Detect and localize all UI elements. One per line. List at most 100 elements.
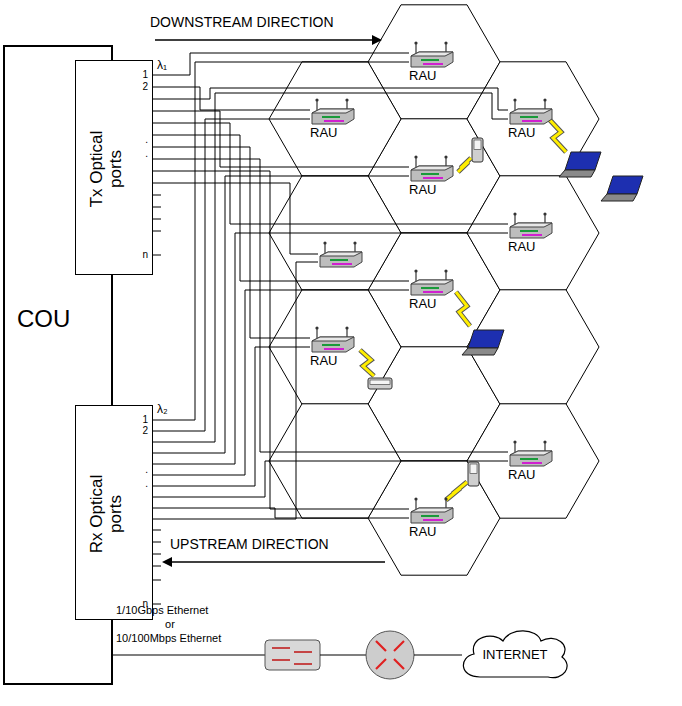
spare-port xyxy=(153,542,161,543)
spare-port xyxy=(153,566,161,567)
port-number: 2 xyxy=(128,425,148,437)
ethernet-link xyxy=(113,654,265,655)
antenna-tip xyxy=(345,98,348,101)
rau-stripe xyxy=(520,116,538,118)
rau-body xyxy=(411,52,453,67)
spare-port xyxy=(153,219,161,220)
radio-cell xyxy=(467,290,599,404)
rau-stripe xyxy=(421,173,439,175)
router-arrow xyxy=(376,659,386,669)
antenna-tip xyxy=(444,41,447,44)
port-number: 1 xyxy=(128,69,148,81)
antenna xyxy=(316,328,317,339)
node-label: RAU xyxy=(508,125,556,140)
direction-arrow xyxy=(155,39,372,40)
rau-body xyxy=(411,166,453,181)
antenna-tip xyxy=(444,269,447,272)
rx-port-box: Rx Optical ports xyxy=(75,405,153,620)
remote-antenna-unit xyxy=(320,241,362,267)
port-number: 2 xyxy=(128,81,148,93)
rau-stripe xyxy=(522,462,542,464)
remote-antenna-unit: RAU xyxy=(310,325,358,369)
radio-link xyxy=(360,350,374,376)
optical-fibre xyxy=(153,461,508,497)
rau-stripe xyxy=(522,234,542,236)
rau-stripe xyxy=(421,59,439,61)
optical-fibre xyxy=(153,233,508,464)
antenna-tip xyxy=(353,241,356,244)
node-label: RAU xyxy=(310,353,358,368)
switch-arrow xyxy=(272,659,290,661)
node-label: RAU xyxy=(409,296,457,311)
link-label: 10/100Mbps Ethernet xyxy=(116,632,221,645)
remote-antenna-unit: RAU xyxy=(409,154,457,198)
rau-body xyxy=(411,508,453,523)
optical-fibre xyxy=(153,62,409,420)
port-dot: . xyxy=(128,148,148,160)
antenna xyxy=(415,43,416,54)
spare-port xyxy=(153,530,161,531)
rau-stripe xyxy=(522,120,542,122)
optical-fibre xyxy=(153,119,310,431)
port-dot: . xyxy=(128,134,148,146)
rau-stripe xyxy=(423,291,443,293)
link-label: or xyxy=(116,618,224,631)
antenna-tip xyxy=(543,440,546,443)
antenna xyxy=(316,100,317,111)
antenna-tip xyxy=(414,155,417,158)
rau-icon xyxy=(409,154,455,182)
radio-link xyxy=(456,292,470,326)
antenna xyxy=(514,442,515,453)
optical-fibre xyxy=(153,93,508,442)
node-label: RAU xyxy=(409,68,457,83)
rau-body xyxy=(411,280,453,295)
radio-link xyxy=(458,158,471,172)
rau-icon xyxy=(508,211,554,239)
node-label: INTERNET xyxy=(483,647,548,662)
rau-top xyxy=(411,52,453,56)
spare-port xyxy=(153,255,161,256)
node-label: RAU xyxy=(409,182,457,197)
port-dot: . xyxy=(128,464,148,476)
antenna xyxy=(415,499,416,510)
antenna xyxy=(415,157,416,168)
rau-body xyxy=(510,109,552,124)
rau-body xyxy=(312,337,354,352)
optical-fibre xyxy=(153,53,409,75)
radio-link xyxy=(458,158,471,172)
rau-stripe xyxy=(324,348,344,350)
switch-arrow xyxy=(294,663,312,665)
radio-link xyxy=(446,482,467,500)
remote-antenna-unit: RAU xyxy=(409,496,457,540)
node-label: RAU xyxy=(508,239,556,254)
radio-link xyxy=(360,350,374,376)
phone-screen xyxy=(474,140,481,150)
rau-stripe xyxy=(520,230,538,232)
rau-icon xyxy=(508,439,554,467)
rau-stripe xyxy=(332,263,352,265)
port-number: n xyxy=(128,249,148,261)
rau-icon xyxy=(310,97,356,125)
antenna-tip xyxy=(444,497,447,500)
rau-icon xyxy=(409,496,455,524)
laptop-base xyxy=(559,170,595,177)
node-label: RAU xyxy=(508,467,556,482)
remote-antenna-unit: RAU xyxy=(508,97,556,141)
rau-icon xyxy=(409,268,455,296)
rau-body xyxy=(510,223,552,238)
rau-icon xyxy=(310,325,356,353)
internet-cloud: INTERNET xyxy=(455,625,575,683)
mobile-phone xyxy=(368,378,392,389)
node-label: RAU xyxy=(409,524,457,539)
rau-body xyxy=(320,252,362,267)
router-arrow xyxy=(394,659,404,669)
rau-body xyxy=(312,109,354,124)
port-dot: . xyxy=(128,478,148,490)
optical-fibre xyxy=(153,176,409,453)
rau-stripe xyxy=(520,458,538,460)
rau-stripe xyxy=(421,287,439,289)
spare-port xyxy=(153,231,161,232)
mobile-phone xyxy=(472,138,483,162)
antenna-tip xyxy=(543,212,546,215)
rau-stripe xyxy=(322,116,340,118)
